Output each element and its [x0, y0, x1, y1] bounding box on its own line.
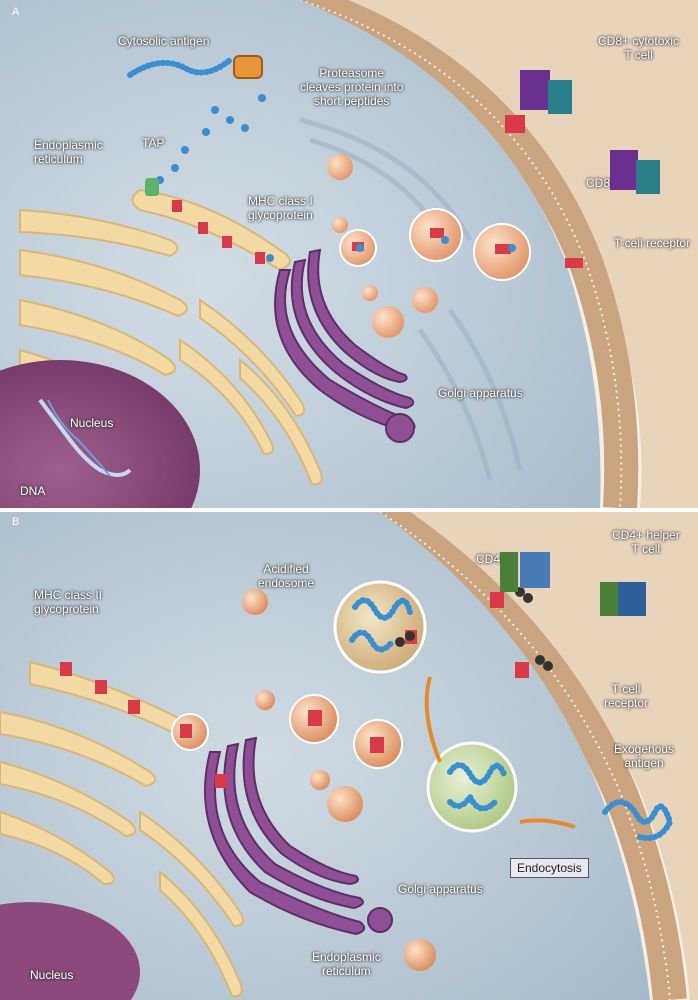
er-label-a: Endoplasmic reticulum — [34, 138, 103, 166]
cd4-label: CD4 — [476, 552, 500, 566]
panel-a: A Cytosolic antigen Proteasome cleaves p… — [0, 0, 698, 508]
er-label-b: Endoplasmic reticulum — [312, 950, 381, 978]
panel-b: B MHC class II glycoprotein Acidified en… — [0, 512, 698, 1000]
exogenous-antigen-label: Exogenous antigen — [614, 742, 674, 770]
tcr-label-a: T-cell receptor — [614, 236, 690, 250]
nucleus-label-a: Nucleus — [70, 416, 113, 430]
cytosolic-antigen-label: Cytosolic antigen — [118, 34, 209, 48]
tcr-label-b: T-cell receptor — [604, 682, 648, 710]
proteasome — [234, 56, 262, 78]
dna-label: DNA — [20, 484, 45, 498]
cd8-label: CD8 — [586, 176, 610, 190]
proteasome-label: Proteasome cleaves protein into short pe… — [300, 66, 403, 108]
cd4-tcell-label: CD4+ helper T cell — [612, 528, 680, 556]
tap-label: TAP — [142, 136, 164, 150]
golgi-label-a: Golgi apparatus — [438, 386, 523, 400]
endocytosis-label: Endocytosis — [510, 858, 589, 878]
panel-a-letter: A — [12, 6, 19, 18]
mhc-class-ii-label: MHC class II glycoprotein — [34, 588, 102, 616]
panel-b-illustration — [0, 512, 698, 1000]
tap-transporter — [145, 178, 159, 196]
nucleus-label-b: Nucleus — [30, 968, 73, 982]
cd8-tcell-label: CD8+ cytotoxic T cell — [598, 34, 679, 62]
acidified-endosome — [335, 582, 425, 672]
mhc-class-i-label: MHC class I glycoprotein — [248, 194, 313, 222]
golgi-label-b: Golgi apparatus — [398, 882, 483, 896]
acidified-endosome-label: Acidified endosome — [258, 562, 314, 590]
early-endosome — [428, 743, 516, 831]
panel-b-letter: B — [12, 516, 19, 528]
